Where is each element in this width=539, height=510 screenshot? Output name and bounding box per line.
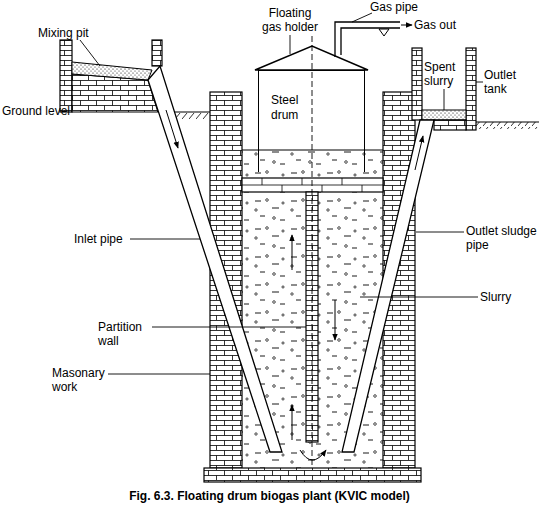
drum-roof: [255, 46, 368, 70]
gas-pipe: [401, 25, 412, 26]
leader-line: [152, 327, 306, 328]
inlet-pipe: [148, 66, 282, 452]
outlet-tank: [434, 120, 466, 130]
leader-line: [416, 232, 464, 233]
flow-arrow: [166, 110, 178, 148]
support-frame: [242, 178, 383, 192]
mixing-pit: [60, 40, 72, 112]
drum-roof: [255, 46, 368, 70]
inlet-pipe: [148, 66, 282, 452]
gas-pipe: [335, 22, 412, 57]
masonry-wall: [204, 468, 421, 482]
leader-line: [352, 13, 372, 22]
digester-slurry: [242, 150, 383, 151]
part-label: Outlet tank: [484, 68, 538, 96]
outlet-tank: [466, 48, 476, 130]
mixing-pit: [60, 40, 162, 112]
flow-arrow: [335, 300, 336, 340]
gas-pipe: [379, 29, 389, 36]
part-label: Ground level: [2, 104, 82, 118]
guide-pipe: [312, 36, 313, 468]
part-label: Outlet sludge pipe: [466, 224, 539, 252]
outlet-tank: [412, 48, 422, 120]
gas-pipe: [335, 22, 400, 57]
ground-line: [476, 122, 539, 129]
leader-line: [360, 297, 478, 298]
leader-line: [290, 35, 291, 54]
mixing-pit: [152, 40, 162, 66]
guide-pipe: [312, 36, 313, 468]
part-label: Masonary work: [52, 366, 112, 394]
mixing-pit: [72, 62, 152, 80]
outlet-sludge-pipe: [342, 120, 434, 452]
figure-caption: Fig. 6.3. Floating drum biogas plant (KV…: [0, 489, 539, 503]
leader-line: [80, 13, 483, 374]
part-label: Slurry: [480, 290, 535, 304]
flow-arrow: [300, 450, 326, 460]
leader-line: [444, 89, 445, 110]
steel-drum: Steel drum: [258, 70, 365, 172]
part-label: Spent slurry: [424, 60, 464, 88]
node-label: Steel drum: [271, 93, 315, 123]
leader-line: [476, 82, 483, 83]
flow-arrow: [292, 235, 293, 270]
part-label: Inlet pipe: [74, 232, 144, 246]
outlet-tank: [422, 110, 466, 120]
leader-line: [80, 40, 100, 66]
flow-arrow: [415, 136, 423, 170]
flow-arrow: [292, 405, 293, 440]
leader-line: [130, 239, 200, 240]
flow-arrow: [166, 110, 423, 460]
part-label: Gas pipe: [370, 0, 430, 14]
flow-label: Gas out: [414, 18, 474, 32]
part-label: Mixing pit: [38, 26, 108, 40]
leader-line: [108, 374, 210, 375]
part-label: Floating gas holder: [260, 6, 320, 34]
support-frame: [242, 178, 383, 192]
part-label: Partition wall: [98, 320, 158, 348]
outlet-sludge-pipe: [342, 120, 434, 452]
support-frame: [242, 178, 383, 192]
outlet-tank: [412, 48, 476, 130]
